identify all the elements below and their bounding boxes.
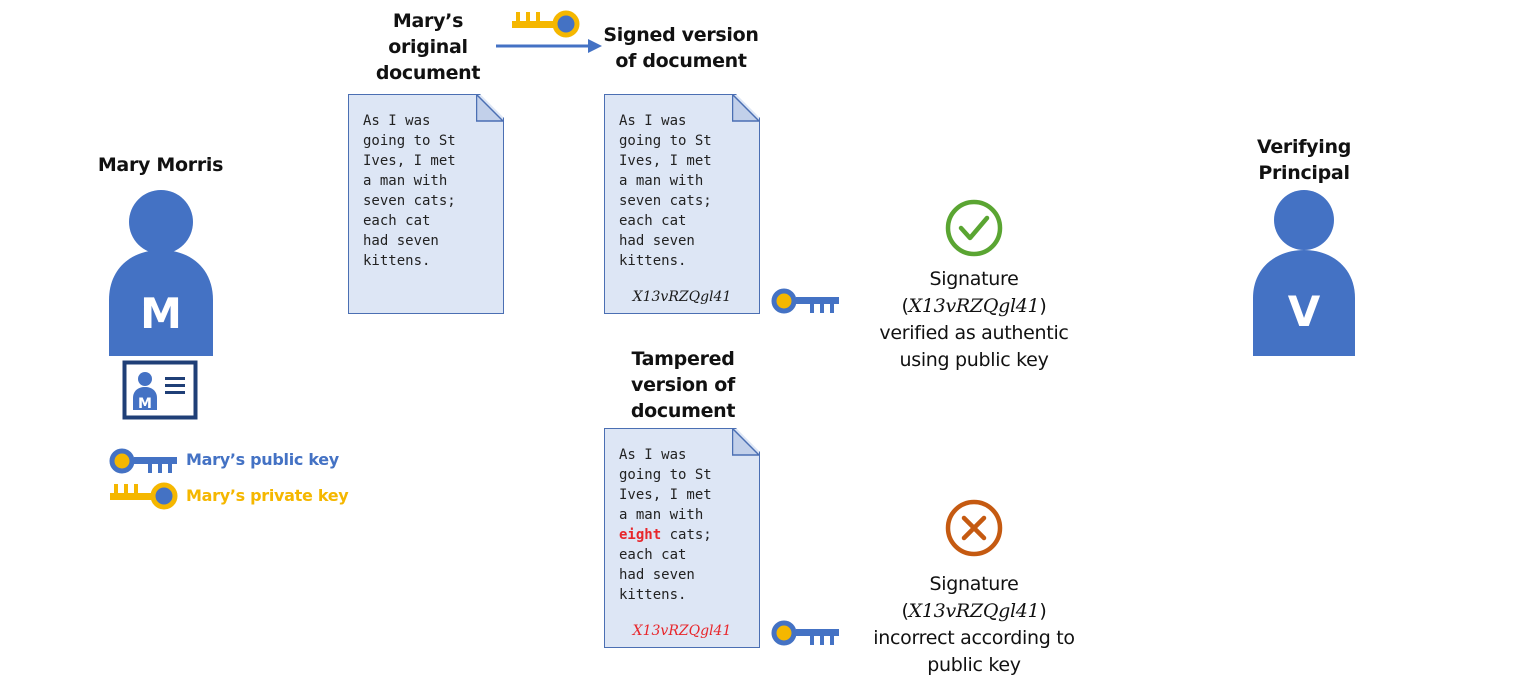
verifier-person-icon: V bbox=[1253, 190, 1355, 356]
result-rejected-line2: (X13vRZQgl41) bbox=[844, 598, 1104, 625]
tampered-document-text: As I was going to St Ives, I met a man w… bbox=[619, 445, 712, 605]
original-title-line3: document bbox=[375, 62, 481, 84]
private-key-legend-label: Mary’s private key bbox=[186, 486, 349, 505]
signed-title-line1: Signed version bbox=[603, 24, 759, 46]
result-verified-close-paren: ) bbox=[1039, 295, 1047, 317]
result-verified-open-paren: ( bbox=[901, 295, 909, 317]
tampered-title-line3: document bbox=[630, 400, 736, 422]
public-key-legend-icon bbox=[109, 448, 177, 474]
result-verified-line1: Signature bbox=[929, 268, 1019, 290]
signer-person-icon: M bbox=[109, 190, 213, 356]
original-document-text: As I was going to St Ives, I met a man w… bbox=[363, 113, 456, 269]
tampered-document-corner bbox=[732, 428, 760, 456]
tampered-document-signature: X13vRZQgl41 bbox=[632, 623, 732, 639]
result-verified-line2: (X13vRZQgl41) bbox=[854, 293, 1094, 320]
signing-private-key-icon bbox=[512, 10, 580, 38]
result-verified-code: X13vRZQgl41 bbox=[908, 295, 1040, 317]
check-circle-icon bbox=[945, 199, 1003, 257]
original-title-line1: Mary’s bbox=[392, 10, 464, 32]
signed-document: As I was going to St Ives, I met a man w… bbox=[604, 94, 760, 314]
signed-document-signature: X13vRZQgl41 bbox=[632, 289, 732, 305]
tampered-text-after: cats; each cat had seven kittens. bbox=[619, 527, 712, 603]
signed-document-corner bbox=[732, 94, 760, 122]
public-key-legend-label: Mary’s public key bbox=[186, 450, 339, 469]
result-rejected-open-paren: ( bbox=[901, 600, 909, 622]
result-rejected-line3: incorrect according to bbox=[873, 627, 1075, 649]
verifier-title-line2: Principal bbox=[1258, 162, 1350, 184]
result-rejected-text: Signature (X13vRZQgl41) incorrect accord… bbox=[844, 571, 1104, 679]
result-rejected-code: X13vRZQgl41 bbox=[908, 600, 1040, 622]
signed-document-title: Signed version of document bbox=[596, 22, 766, 74]
id-card-icon: M bbox=[122, 360, 198, 420]
tampered-text-before: As I was going to St Ives, I met a man w… bbox=[619, 447, 712, 523]
result-verified-line4: using public key bbox=[899, 349, 1049, 371]
signer-name: Mary Morris bbox=[97, 154, 224, 176]
result-rejected-line1: Signature bbox=[929, 573, 1019, 595]
diagram-canvas: Mary Morris M M Mary’s public key Mary’s… bbox=[48, 0, 1472, 684]
x-circle-icon bbox=[945, 499, 1003, 557]
private-key-legend-icon bbox=[110, 482, 178, 510]
signed-title-line2: of document bbox=[615, 50, 747, 72]
result-verified-text: Signature (X13vRZQgl41) verified as auth… bbox=[854, 266, 1094, 374]
result-verified-line3: verified as authentic bbox=[879, 322, 1069, 344]
arrow-right-icon bbox=[496, 39, 602, 53]
original-document-corner bbox=[476, 94, 504, 122]
original-document: As I was going to St Ives, I met a man w… bbox=[348, 94, 504, 314]
tampered-document: As I was going to St Ives, I met a man w… bbox=[604, 428, 760, 648]
original-document-title: Mary’s original document bbox=[368, 8, 488, 86]
signed-document-text: As I was going to St Ives, I met a man w… bbox=[619, 113, 712, 269]
id-card-initial: M bbox=[138, 396, 152, 412]
tampered-document-title: Tampered version of document bbox=[608, 346, 758, 424]
original-title-line2: original bbox=[388, 36, 468, 58]
verify-public-key-icon-bottom bbox=[771, 620, 839, 646]
tampered-title-line1: Tampered bbox=[631, 348, 735, 370]
result-rejected-line4: public key bbox=[927, 654, 1021, 676]
tampered-title-line2: version of bbox=[631, 374, 735, 396]
signer-initial: M bbox=[140, 289, 182, 338]
verifier-title: Verifying Principal bbox=[1244, 134, 1364, 186]
result-rejected-close-paren: ) bbox=[1039, 600, 1047, 622]
verifier-title-line1: Verifying bbox=[1256, 136, 1352, 158]
tampered-changed-word: eight bbox=[619, 527, 662, 543]
verifier-initial: V bbox=[1288, 287, 1321, 336]
verify-public-key-icon-top bbox=[771, 288, 839, 314]
